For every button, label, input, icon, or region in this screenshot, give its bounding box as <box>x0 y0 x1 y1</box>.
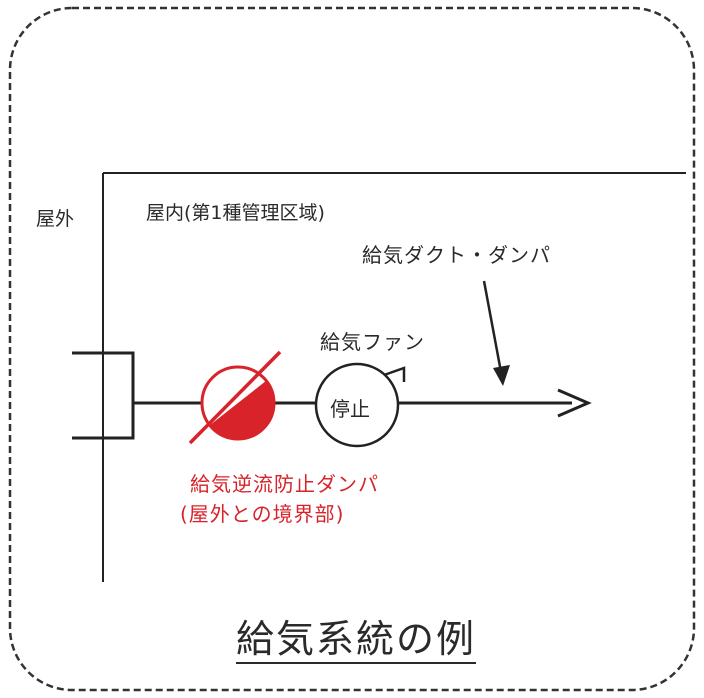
duct-pointer-arrowhead <box>493 365 510 386</box>
outside-label: 屋外 <box>36 208 75 230</box>
fan-status-label: 停止 <box>330 397 370 421</box>
backflow-damper-label: 給気逆流防止ダンパ <box>190 472 379 496</box>
dashed-frame <box>8 6 696 692</box>
duct-pointer-arrow <box>482 280 503 373</box>
diagram-caption: 給気系統の例 <box>236 617 477 664</box>
inside-label: 屋内(第1種管理区域) <box>146 202 325 224</box>
backflow-damper-symbol <box>188 350 282 445</box>
intake-hood <box>72 351 135 440</box>
fan-symbol <box>314 362 406 448</box>
duct-damper-label: 給気ダクト・ダンパ <box>362 243 551 267</box>
fan-label: 給気ファン <box>320 330 425 354</box>
backflow-damper-sublabel: (屋外との境界部) <box>180 502 345 526</box>
flow-arrow <box>557 388 592 418</box>
